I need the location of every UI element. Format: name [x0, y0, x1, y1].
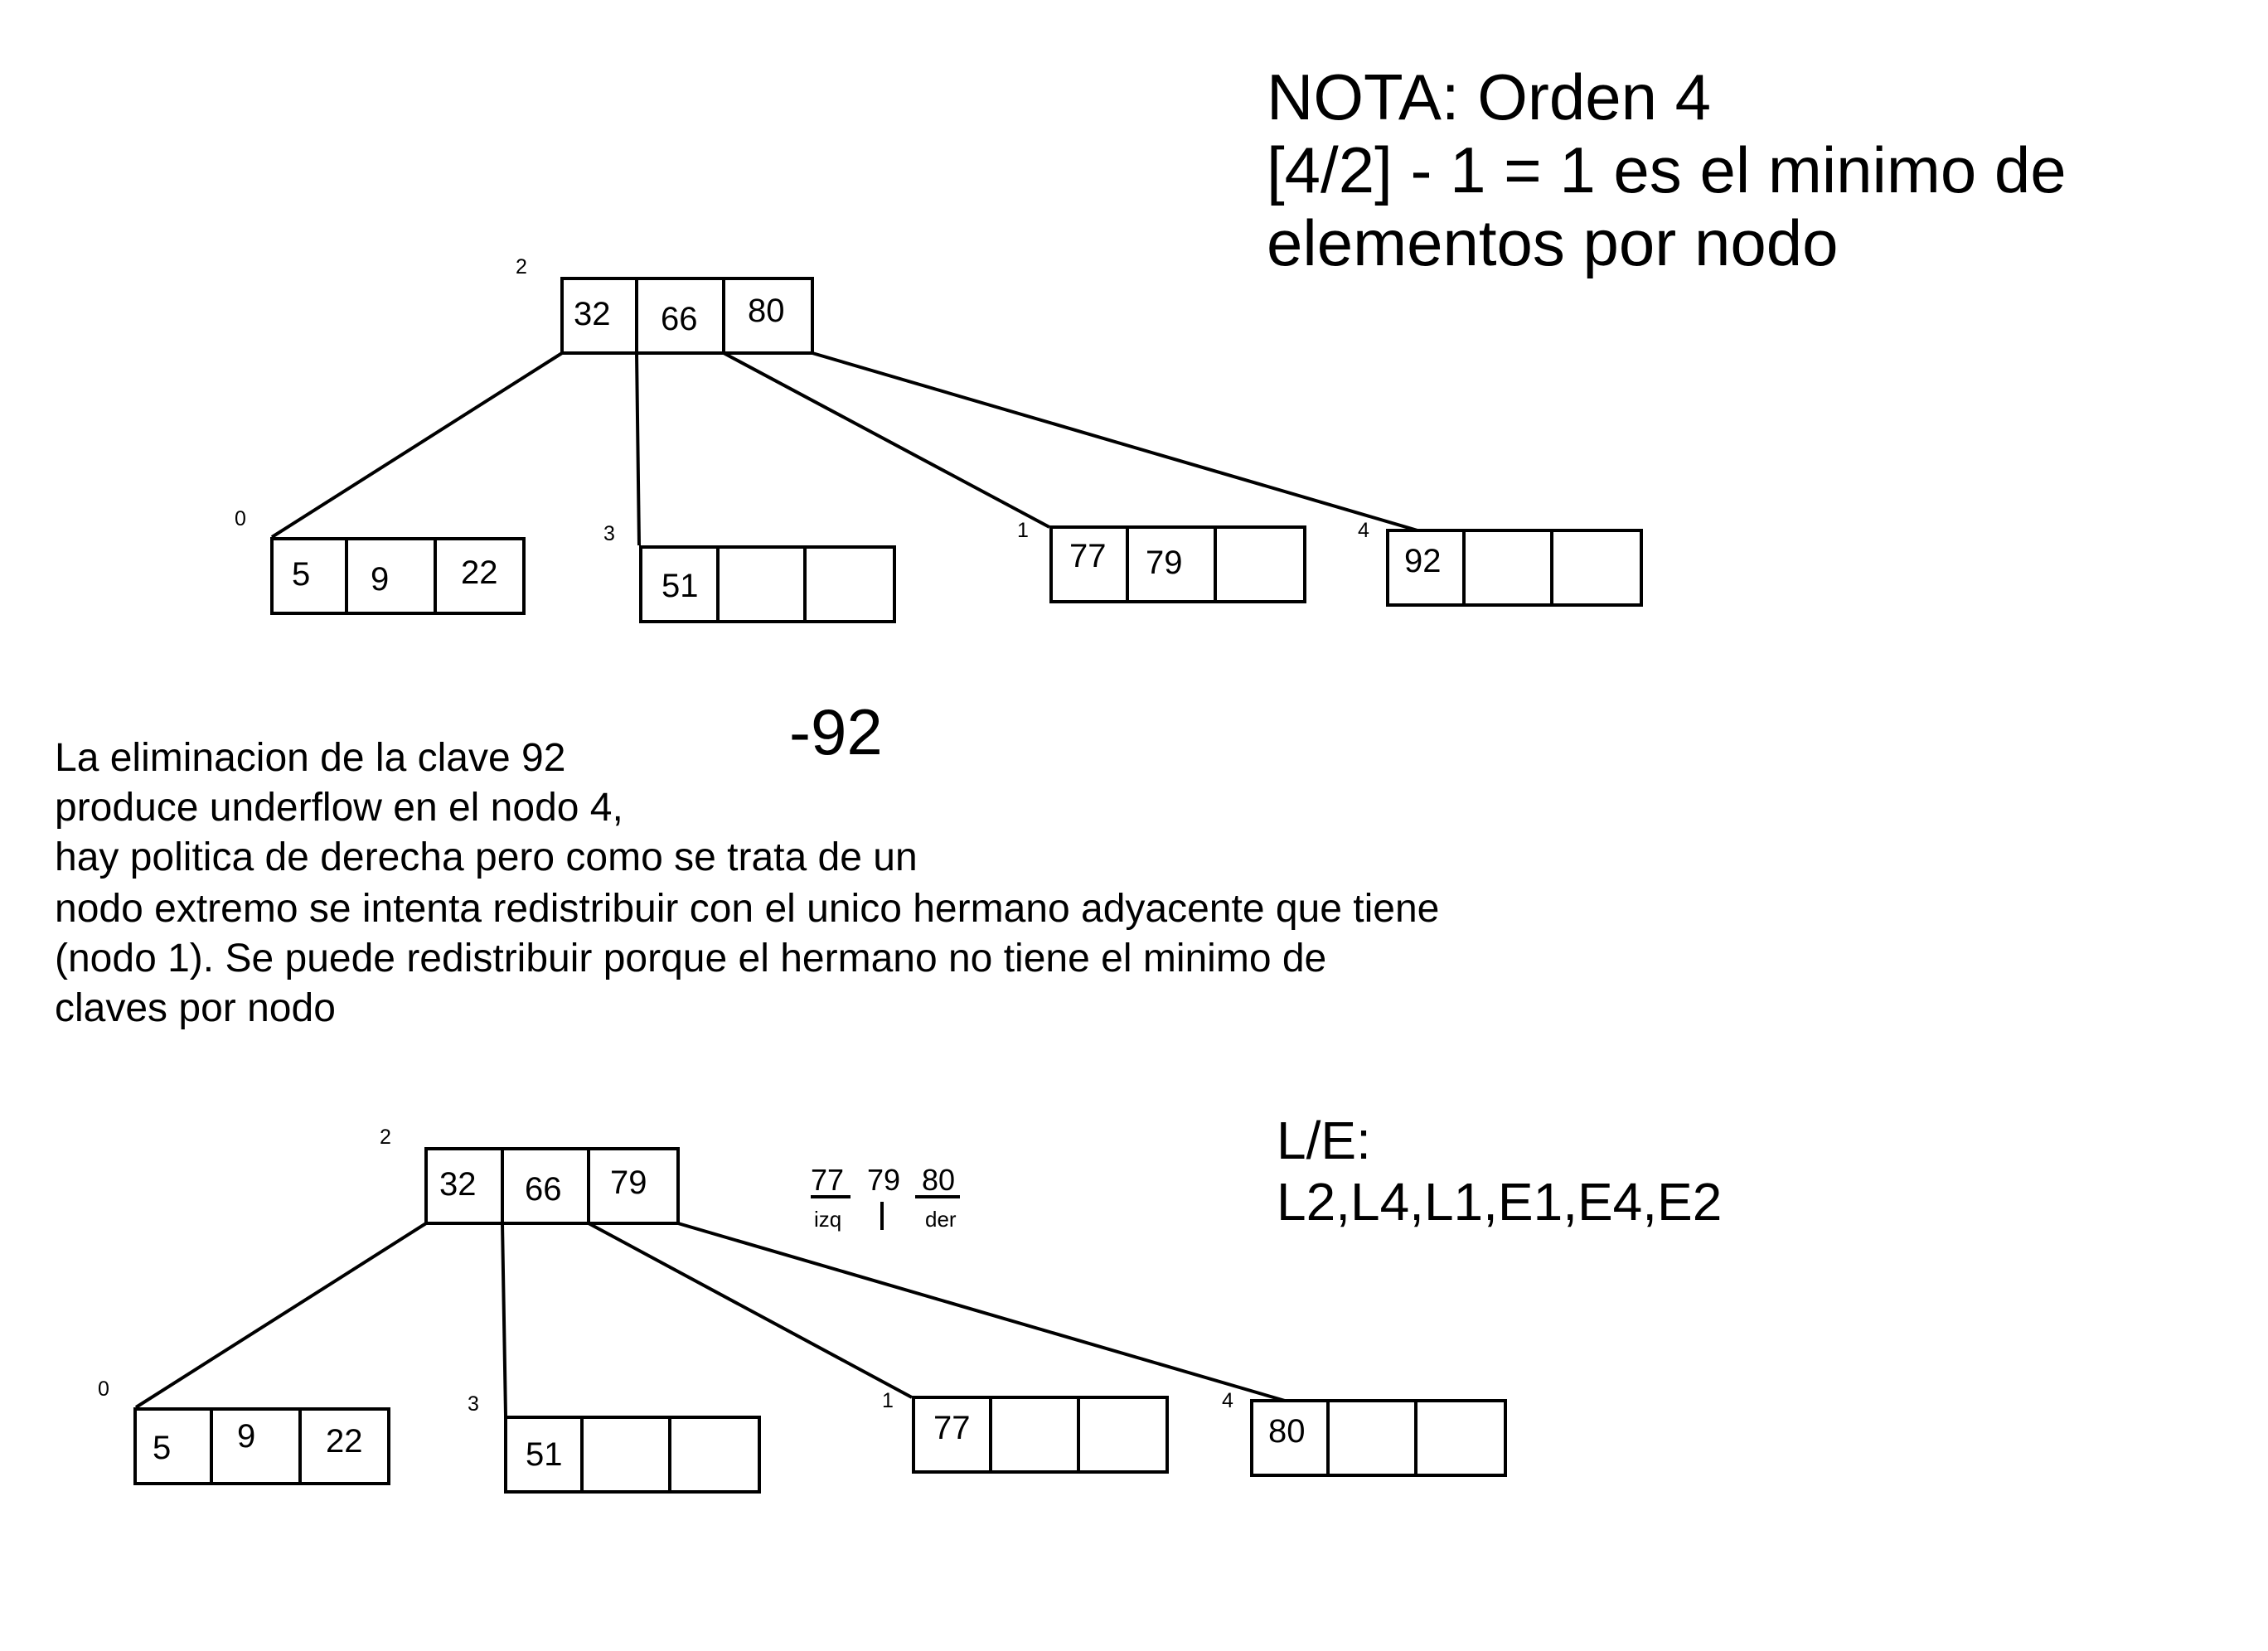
node-1: 1 77: [882, 1389, 1169, 1474]
key-cell: 79: [1146, 545, 1183, 581]
key-cell: 22: [461, 554, 498, 591]
node-label: 2: [380, 1126, 391, 1149]
node-label: 1: [1017, 519, 1029, 542]
node-label: 4: [1358, 519, 1369, 542]
node-0: 0 5 9 22: [235, 507, 526, 615]
read-write-sequence: L/E: L2,L4,L1,E1,E4,E2: [1277, 1111, 1722, 1232]
edge-root-to-node-3: [501, 1223, 507, 1416]
node-label: 1: [882, 1389, 894, 1412]
tree-before: 2 32 66 80 0 5 9 22 3 51 1: [235, 255, 1643, 623]
key-cell: 80: [1268, 1413, 1306, 1450]
tree-after: 2 32 66 79 0 5 9 22 3 51 1: [98, 1126, 1507, 1494]
key-cell: 79: [610, 1164, 647, 1201]
edge-root-to-node-4: [812, 351, 1418, 532]
le-sequence: L2,L4,L1,E1,E4,E2: [1277, 1172, 1722, 1232]
note-line-2: [4/2] - 1 = 1 es el minimo de: [1267, 133, 2067, 206]
description: La eliminacion de la clave 92 produce un…: [55, 736, 1439, 1030]
description-line: hay politica de derecha pero como se tra…: [55, 835, 918, 879]
key-cell: 51: [662, 568, 699, 604]
node-3: 3 51: [603, 522, 896, 623]
key-cell: 9: [371, 561, 389, 598]
description-line: claves por nodo: [55, 986, 336, 1030]
key-cell: 51: [526, 1436, 563, 1473]
description-line: La eliminacion de la clave 92: [55, 736, 565, 780]
node-3: 3 51: [468, 1392, 761, 1494]
description-line: (nodo 1). Se puede redistribuir porque e…: [55, 937, 1326, 980]
operation-label: -92: [789, 695, 883, 768]
node-label: 0: [98, 1377, 109, 1401]
node-2-root: 2 32 66 79: [380, 1126, 680, 1225]
note-line-1: NOTA: Orden 4: [1267, 61, 1711, 133]
split-note: 77 izq 79 80 der: [811, 1163, 960, 1232]
note-line-3: elementos por nodo: [1267, 206, 1838, 279]
description-line: produce underflow en el nodo 4,: [55, 786, 623, 830]
key-cell: 66: [661, 301, 698, 337]
split-right-key: 80: [922, 1163, 955, 1197]
node-4: 4 80: [1222, 1389, 1507, 1477]
split-right-caption: der: [925, 1207, 957, 1232]
node-2-root: 2 32 66 80: [516, 255, 814, 355]
key-cell: 77: [1069, 538, 1107, 574]
node-label: 0: [235, 507, 246, 530]
order-note: NOTA: Orden 4 [4/2] - 1 = 1 es el minimo…: [1267, 61, 2067, 279]
split-middle-key: 79: [867, 1163, 900, 1197]
node-label: 2: [516, 255, 527, 278]
key-cell: 32: [574, 296, 611, 332]
le-title: L/E:: [1277, 1111, 1371, 1170]
node-label: 4: [1222, 1389, 1233, 1412]
key-cell: 92: [1404, 543, 1442, 579]
key-cell: 22: [326, 1423, 363, 1460]
node-0: 0 5 9 22: [98, 1377, 390, 1485]
edge-root-to-node-4: [677, 1222, 1286, 1402]
node-label: 3: [603, 522, 615, 545]
node-label: 3: [468, 1392, 479, 1416]
key-cell: 80: [748, 293, 785, 329]
key-cell: 5: [292, 556, 310, 593]
split-left-key: 77: [811, 1163, 844, 1197]
key-cell: 5: [153, 1430, 171, 1466]
edge-root-to-node-1: [588, 1222, 913, 1399]
key-cell: 77: [933, 1410, 971, 1446]
node-4: 4 92: [1358, 519, 1643, 607]
key-cell: 32: [439, 1166, 477, 1203]
key-cell: 66: [525, 1171, 562, 1208]
edge-root-to-node-0: [270, 351, 564, 539]
description-line: nodo extremo se intenta redistribuir con…: [55, 887, 1439, 931]
split-left-caption: izq: [814, 1207, 841, 1232]
edge-root-to-node-1: [723, 351, 1050, 529]
edge-root-to-node-0: [134, 1222, 428, 1409]
key-cell: 9: [237, 1418, 255, 1455]
node-1: 1 77 79: [1017, 519, 1306, 603]
edge-root-to-node-3: [635, 352, 641, 546]
